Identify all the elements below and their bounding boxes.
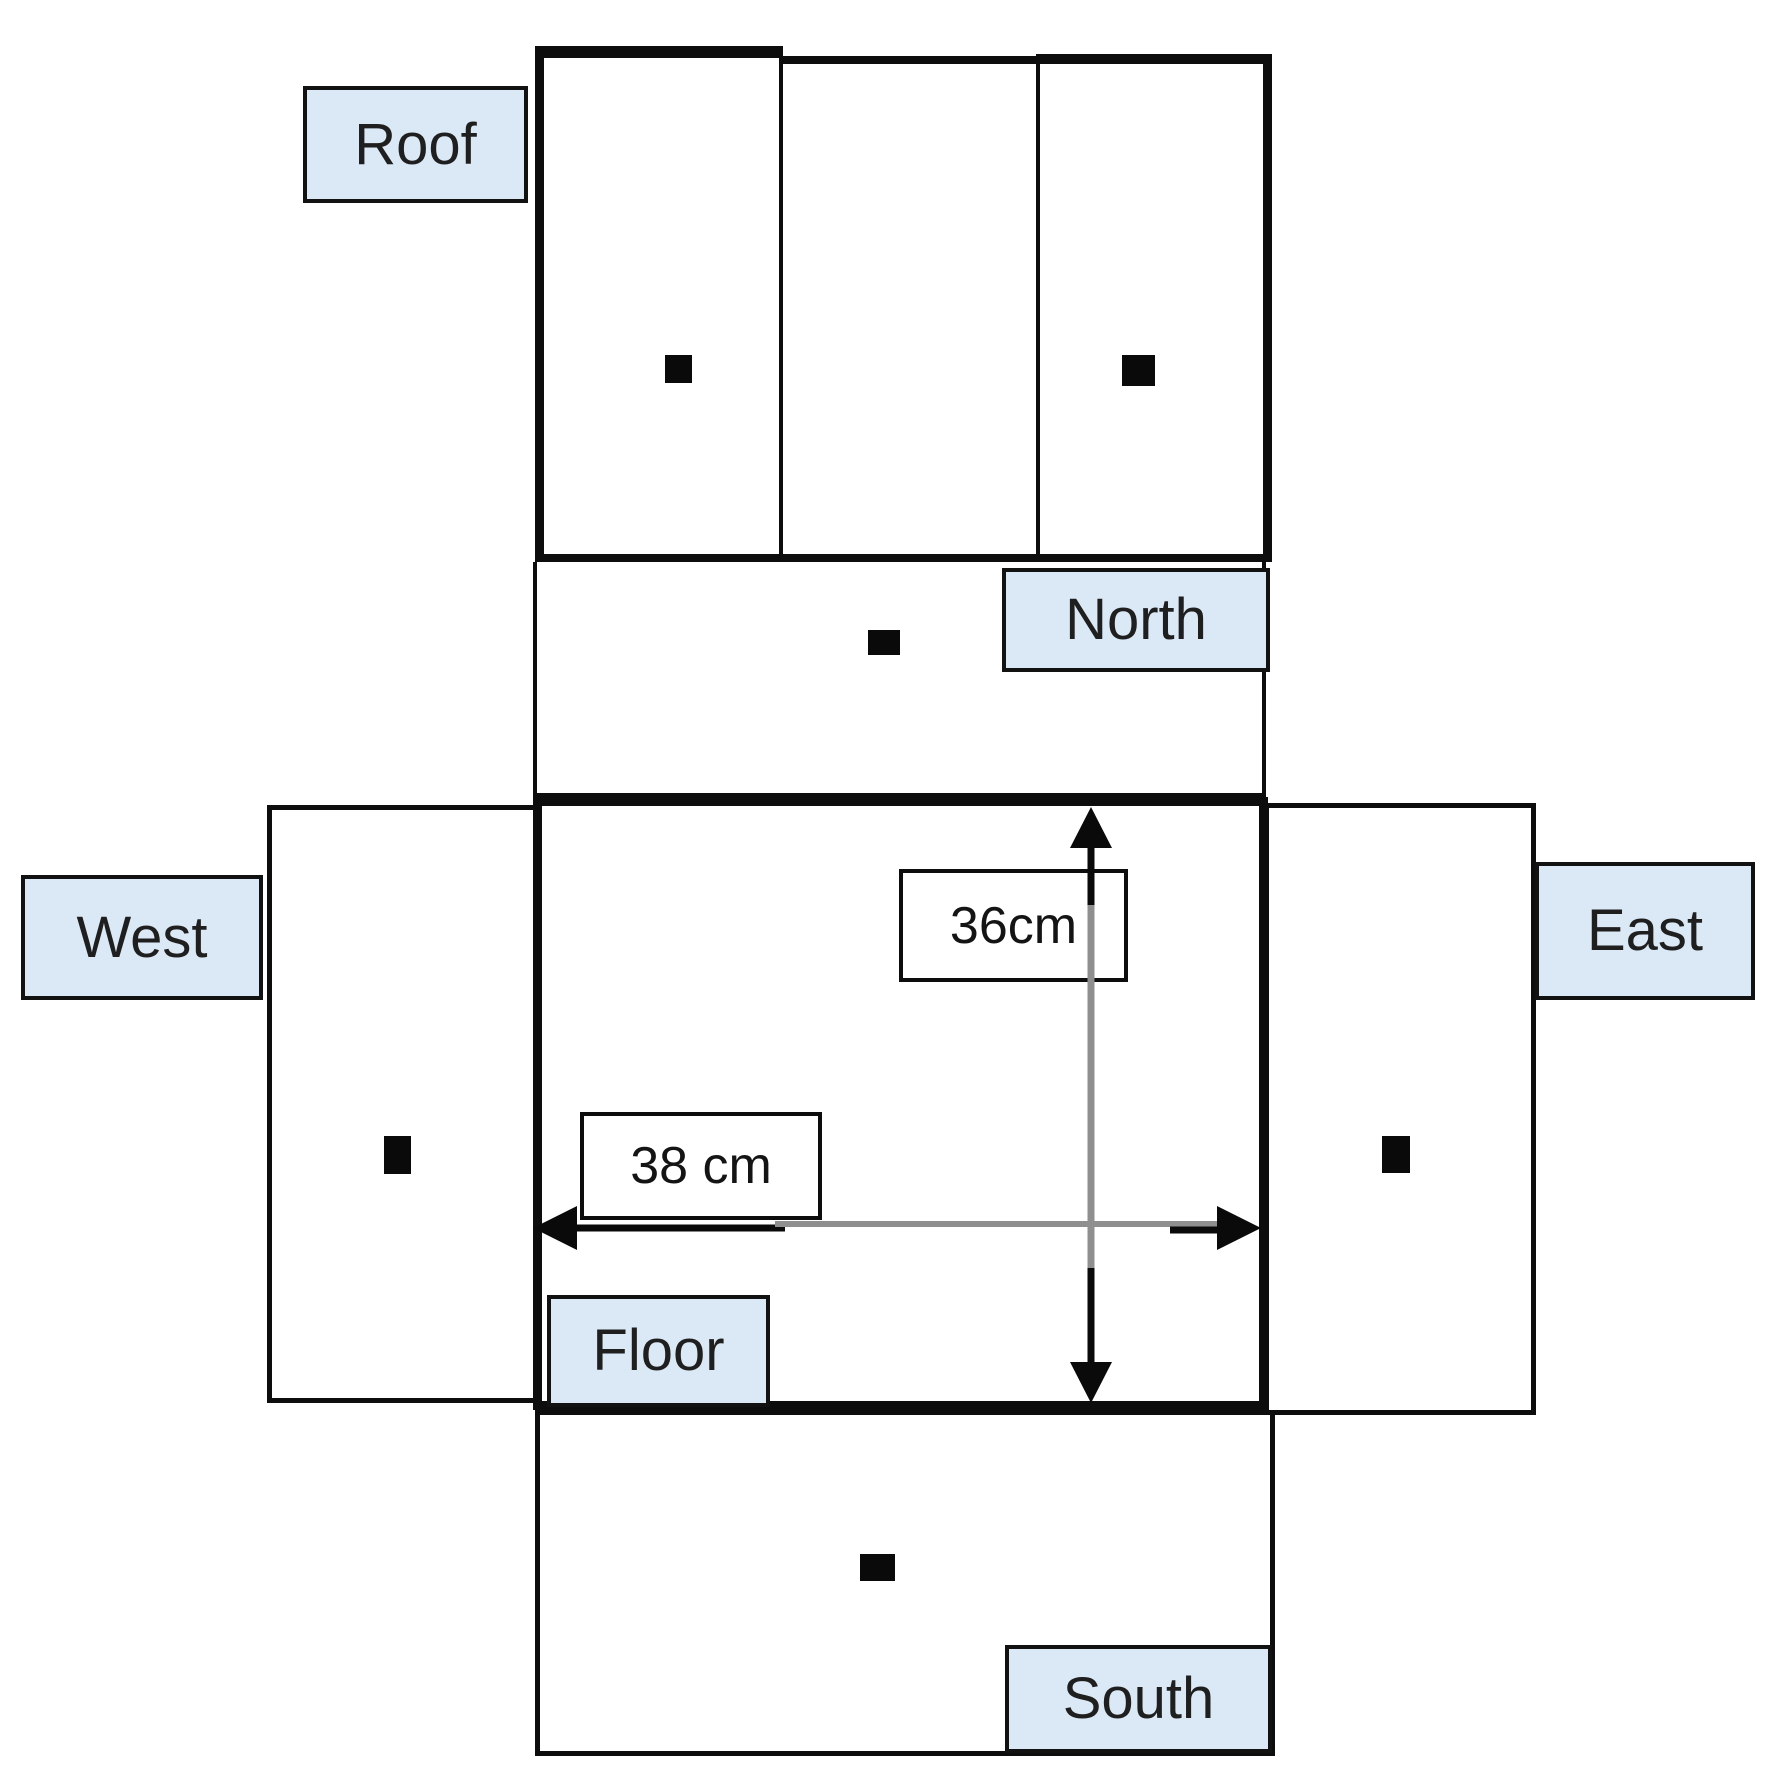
south-label: South: [1005, 1645, 1272, 1753]
marker-square-east: [1382, 1136, 1410, 1173]
marker-square-west: [384, 1136, 411, 1174]
roof-label: Roof: [303, 86, 528, 203]
floor-width-dimension-box: 38 cm: [580, 1112, 822, 1220]
roof-panel-right: [1036, 54, 1272, 562]
floor-label: Floor: [547, 1295, 770, 1407]
roof-panel-middle: [783, 56, 1036, 562]
east-label: East: [1535, 862, 1755, 1000]
west-label: West: [21, 875, 263, 1000]
roof-panel-left: [535, 46, 783, 562]
marker-square-roof-right: [1122, 355, 1155, 386]
west-face-rect: [267, 805, 539, 1403]
north-label: North: [1002, 568, 1270, 672]
marker-square-north: [868, 630, 900, 655]
east-face-rect: [1264, 803, 1536, 1415]
marker-square-south: [860, 1554, 895, 1581]
floor-height-dimension-box: 36cm: [899, 869, 1128, 982]
marker-square-roof-left: [665, 355, 692, 383]
